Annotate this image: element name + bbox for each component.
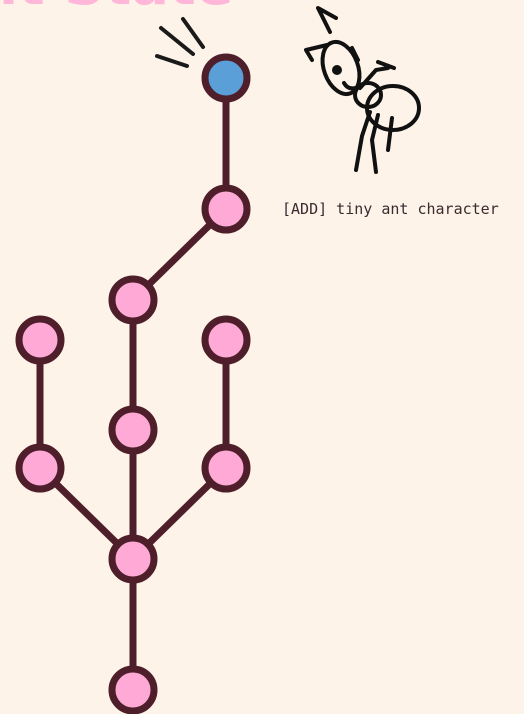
commit-node-right-bottom: [201, 443, 251, 493]
page-title: nt State: [0, 0, 260, 16]
ant-character-icon: [304, 6, 421, 174]
current-commit-node: [201, 53, 251, 103]
commit-node-c4: [108, 405, 158, 455]
annotation-note: [ADD] tiny ant character: [282, 200, 499, 218]
nodes: [15, 53, 251, 714]
commit-node-left-bottom: [15, 443, 65, 493]
sparkle-icon: [155, 17, 205, 68]
commit-node-right-top: [201, 315, 251, 365]
edges: [36, 74, 230, 694]
commit-node-c3: [108, 275, 158, 325]
commit-node-left-top: [15, 315, 65, 365]
commit-node-merge: [108, 534, 158, 584]
commit-node-root: [108, 665, 158, 714]
commit-node-c2: [201, 184, 251, 234]
